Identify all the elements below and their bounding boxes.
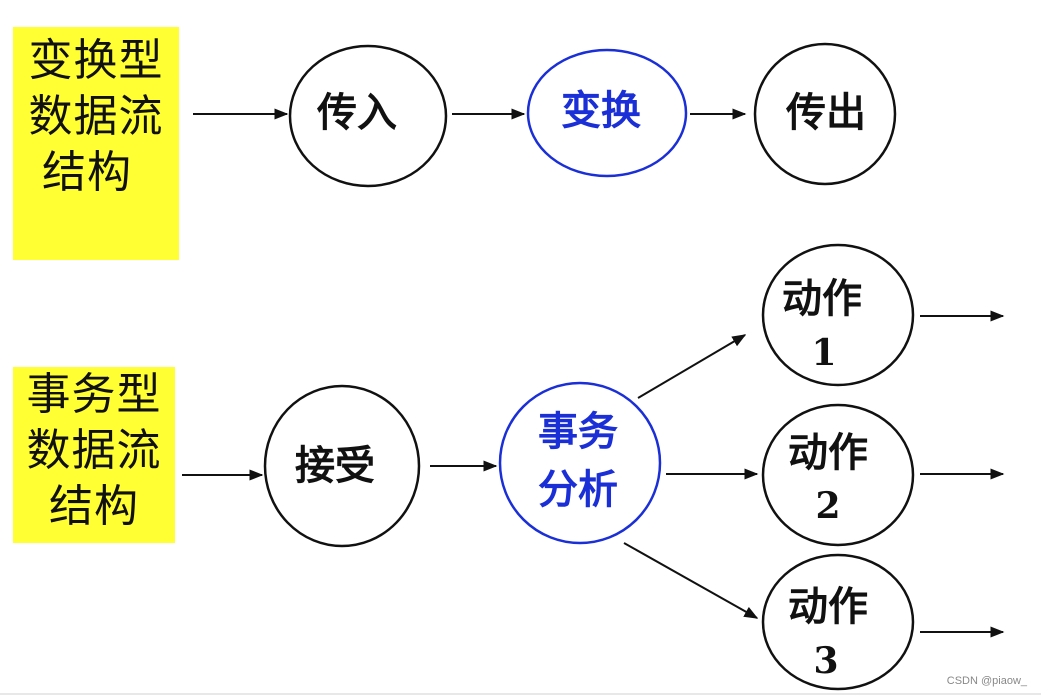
node-input [288, 44, 448, 188]
node-receive-label: 接受 [295, 443, 375, 489]
node-action-2-number: 2 [815, 485, 840, 527]
node-output-label: 传出 [785, 90, 866, 136]
node-action-2-label: 动作 [788, 430, 868, 476]
node-analysis-label-2: 分析 [538, 467, 618, 513]
label-line: 变换型 [28, 35, 164, 86]
label-line: 数据流 [26, 425, 162, 476]
node-action-1 [761, 243, 915, 387]
label-line: 结构 [49, 481, 139, 532]
label-line: 数据流 [28, 91, 164, 142]
node-transform-label: 变换 [561, 88, 641, 134]
transaction-structure-label: 事务型 数据流 结构 [13, 367, 175, 543]
node-transform [526, 48, 688, 178]
node-action-1-label: 动作 [782, 276, 862, 322]
node-action-1-number: 1 [811, 332, 836, 374]
node-action-3 [761, 553, 915, 691]
label-line: 结构 [42, 147, 132, 198]
node-receive [263, 384, 421, 548]
bottom-divider [0, 693, 1041, 695]
node-analysis-label-1: 事务 [538, 409, 618, 455]
branch-arrow [637, 334, 747, 399]
node-action-3-number: 3 [813, 640, 838, 682]
transform-structure-label: 变换型 数据流 结构 [13, 27, 179, 260]
node-input-label: 传入 [316, 90, 397, 136]
node-output [753, 42, 897, 186]
node-action-2 [761, 403, 915, 547]
label-line: 事务型 [26, 369, 162, 420]
node-analysis [498, 381, 662, 545]
branch-arrow [623, 542, 759, 619]
watermark: CSDN @piaow_ [946, 675, 1027, 687]
node-action-3-label: 动作 [788, 584, 868, 630]
